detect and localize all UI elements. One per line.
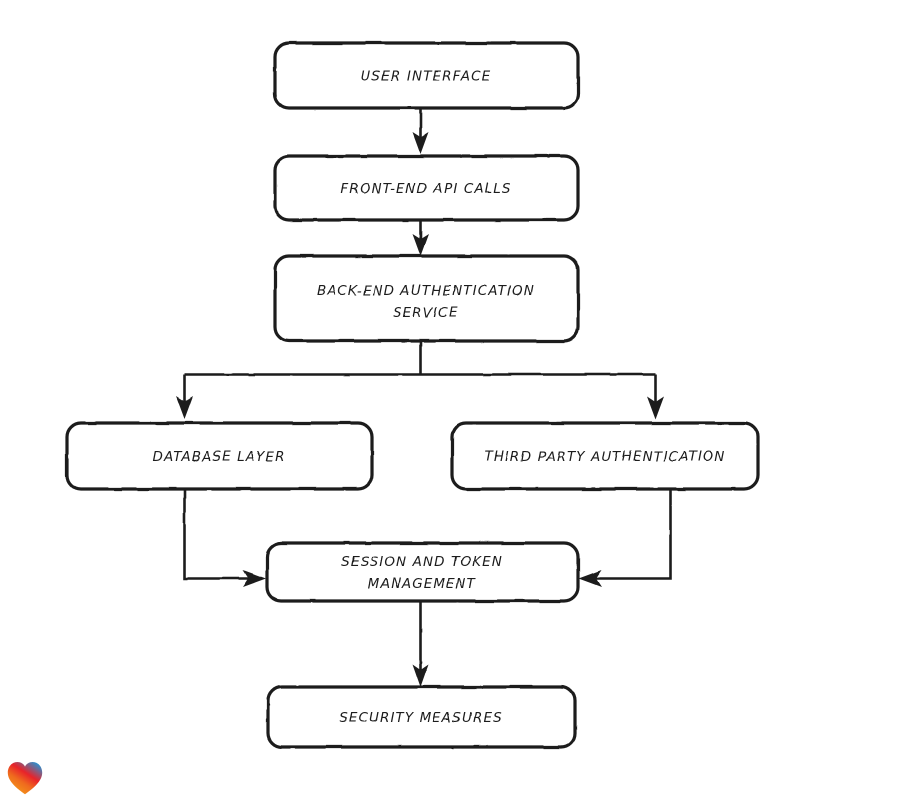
node-database-layer[interactable]: DATABASE LAYER <box>65 421 374 491</box>
node-user-interface-label: USER INTERFACE <box>361 69 491 85</box>
node-session-token-mgmt-label-line1: SESSION AND TOKEN <box>341 554 503 570</box>
node-back-end-auth-service-box <box>273 254 580 343</box>
node-third-party-auth[interactable]: THIRD PARTY AUTHENTICATION <box>450 421 760 491</box>
node-third-party-auth-box <box>450 421 760 491</box>
node-security-measures[interactable]: SECURITY MEASURES <box>266 685 577 749</box>
edge-user-interface-to-front-end <box>412 108 429 154</box>
node-front-end-api-calls[interactable]: FRONT-END API CALLS <box>273 154 580 222</box>
node-security-measures-box <box>266 685 577 749</box>
node-session-token-mgmt-label-line2: MANAGEMENT <box>368 576 477 592</box>
gradient-heart-icon <box>7 762 43 795</box>
node-third-party-auth-label: THIRD PARTY AUTHENTICATION <box>485 449 726 465</box>
edge-front-end-to-back-end <box>412 220 429 256</box>
node-security-measures-label: SECURITY MEASURES <box>339 710 503 726</box>
node-back-end-auth-service[interactable]: BACK-END AUTHENTICATION SERVICE <box>273 254 580 343</box>
node-session-token-mgmt-box <box>265 541 580 603</box>
node-database-layer-box <box>65 421 374 491</box>
node-front-end-api-calls-label: FRONT-END API CALLS <box>340 181 511 197</box>
node-front-end-api-calls-box <box>273 154 580 222</box>
edge-third-party-auth-to-session-token <box>578 489 672 587</box>
node-user-interface-box <box>273 41 580 110</box>
node-session-token-mgmt[interactable]: SESSION AND TOKEN MANAGEMENT <box>265 541 580 603</box>
node-database-layer-label: DATABASE LAYER <box>152 449 285 465</box>
edge-back-end-to-database-layer <box>176 374 193 419</box>
edge-session-token-to-security-measures <box>412 601 429 687</box>
edge-back-end-to-third-party-auth <box>647 374 664 419</box>
edge-back-end-split-trunk <box>184 341 656 376</box>
node-user-interface[interactable]: USER INTERFACE <box>273 41 580 110</box>
edge-database-layer-to-session-token <box>183 489 266 587</box>
node-back-end-auth-service-label-line2: SERVICE <box>393 305 458 321</box>
node-back-end-auth-service-label-line1: BACK-END AUTHENTICATION <box>317 283 535 299</box>
